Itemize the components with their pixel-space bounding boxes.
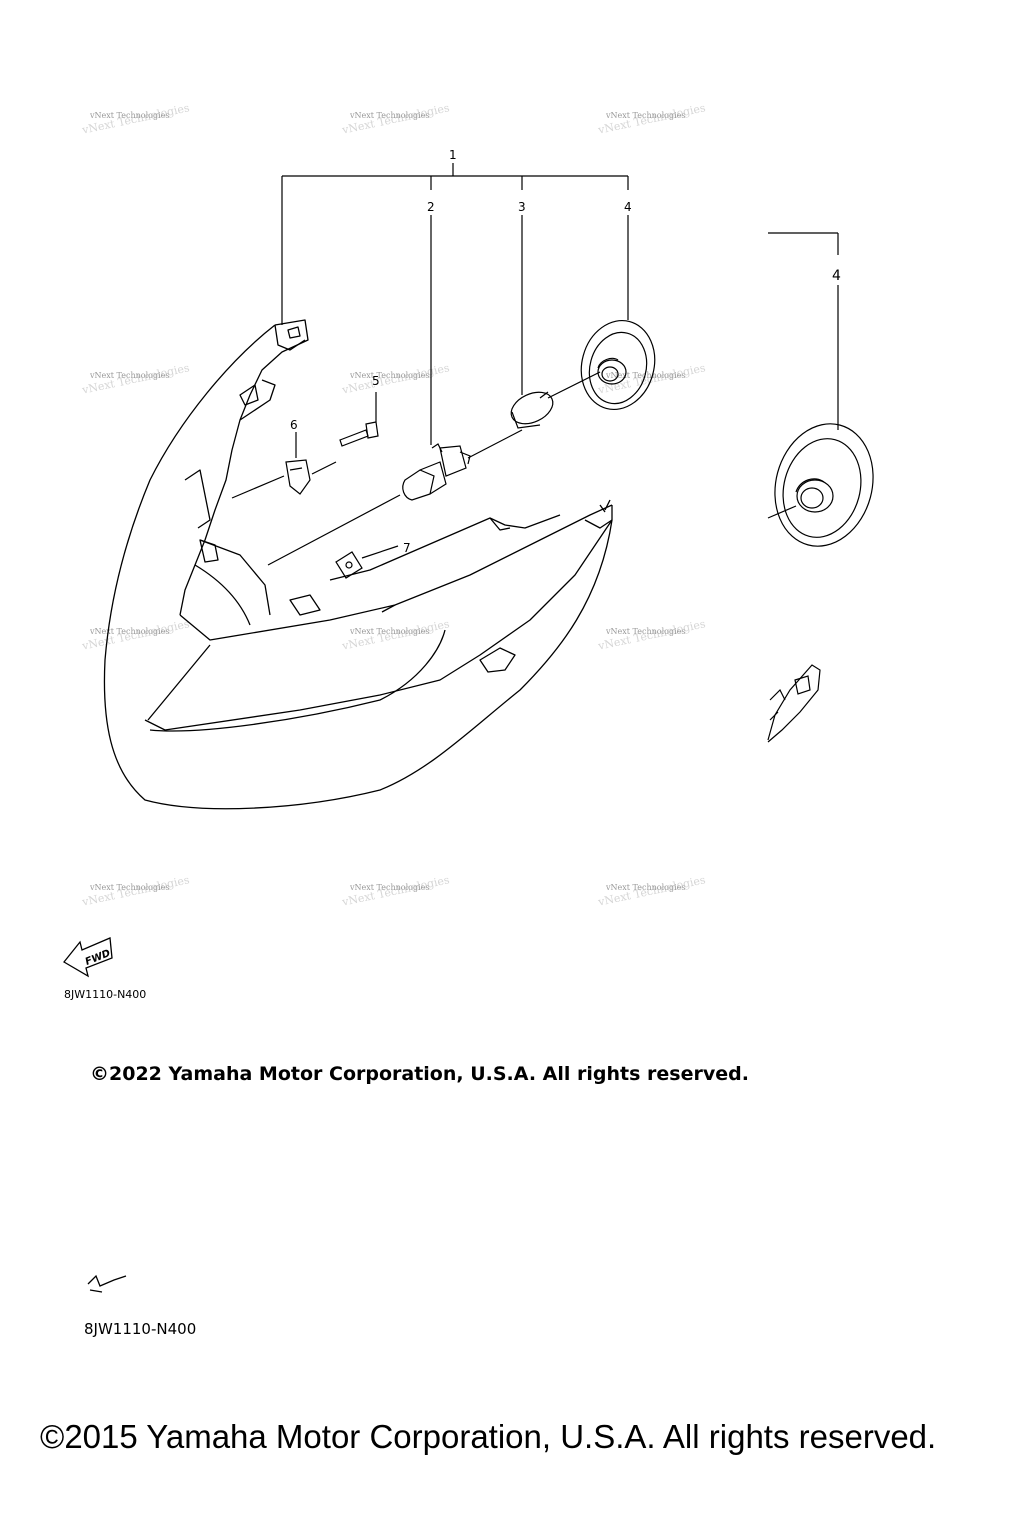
watermark: vNext Technologies vNext Technologies xyxy=(596,101,707,137)
svg-text:vNext Technologies: vNext Technologies xyxy=(89,883,169,892)
watermark: vNext Technologies vNext Technologies xyxy=(80,617,191,653)
svg-text:vNext Technologies: vNext Technologies xyxy=(605,883,685,892)
svg-text:vNext Technologies: vNext Technologies xyxy=(349,883,429,892)
svg-text:vNext Technologies: vNext Technologies xyxy=(349,627,429,636)
detail-rubber-cover xyxy=(767,423,874,547)
watermark-group: vNext Technologies vNext Technologies vN… xyxy=(80,101,707,909)
headlight-bulb xyxy=(267,429,523,566)
svg-text:vNext Technologies: vNext Technologies xyxy=(89,111,169,120)
watermark: vNext Technologies vNext Technologies xyxy=(596,873,707,909)
part-number-5: 5 xyxy=(372,374,380,388)
part-number-1: 1 xyxy=(449,148,457,162)
headlight-housing xyxy=(103,319,613,810)
watermark: vNext Technologies vNext Technologies xyxy=(340,361,451,397)
detail-bracket-fragment xyxy=(767,664,821,743)
watermark: vNext Technologies vNext Technologies xyxy=(80,101,191,137)
watermark: vNext Technologies vNext Technologies xyxy=(340,873,451,909)
nut xyxy=(335,545,399,579)
part-number-3: 3 xyxy=(518,200,526,214)
part-number-2: 2 xyxy=(427,200,435,214)
svg-text:vNext Technologies: vNext Technologies xyxy=(89,627,169,636)
part-number-4-detail: 4 xyxy=(832,268,841,284)
screw xyxy=(339,392,379,447)
part-number-6: 6 xyxy=(290,418,298,432)
watermark: vNext Technologies vNext Technologies xyxy=(596,617,707,653)
svg-text:vNext Technologies: vNext Technologies xyxy=(605,111,685,120)
part-number-4: 4 xyxy=(624,200,632,214)
assembly-bracket xyxy=(281,163,629,445)
svg-text:vNext Technologies: vNext Technologies xyxy=(89,371,169,380)
svg-text:vNext Technologies: vNext Technologies xyxy=(605,627,685,636)
diagram-code-secondary: 8JW1110-N400 xyxy=(84,1320,197,1338)
fwd-arrow-fragment-icon xyxy=(87,1274,127,1293)
copyright-notice: ©2022 Yamaha Motor Corporation, U.S.A. A… xyxy=(90,1063,749,1085)
clip xyxy=(231,432,337,499)
svg-text:vNext Technologies: vNext Technologies xyxy=(349,371,429,380)
watermark: vNext Technologies vNext Technologies xyxy=(80,361,191,397)
copyright-notice-secondary: ©2015 Yamaha Motor Corporation, U.S.A. A… xyxy=(40,1418,937,1455)
detail-bracket xyxy=(768,232,839,430)
diagram-code: 8JW1110-N400 xyxy=(64,988,147,1001)
fwd-arrow-icon: FWD xyxy=(63,937,113,978)
bulb-retainer-spring xyxy=(510,371,601,429)
svg-text:vNext Technologies: vNext Technologies xyxy=(349,111,429,120)
watermark: vNext Technologies vNext Technologies xyxy=(340,617,451,653)
bulb-rubber-cover xyxy=(580,319,656,411)
watermark: vNext Technologies vNext Technologies xyxy=(340,101,451,137)
part-number-7: 7 xyxy=(403,541,411,555)
watermark: vNext Technologies vNext Technologies xyxy=(80,873,191,909)
